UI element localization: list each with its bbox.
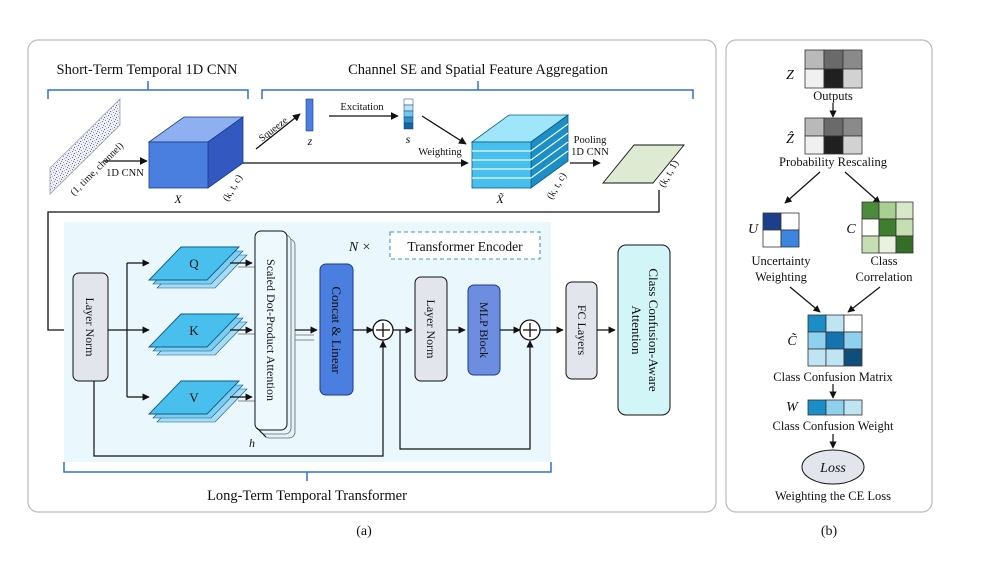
x-feature-block: [147, 116, 245, 189]
q-label: Q: [189, 256, 199, 271]
z-label: z: [307, 134, 313, 148]
c-tilde-label: C̃: [787, 333, 797, 349]
outputs-label: Outputs: [813, 89, 853, 103]
correlation-label-line2: Correlation: [856, 270, 914, 284]
loss-label: Loss: [819, 461, 846, 476]
confusion-matrix-label: Class Confusion Matrix: [773, 370, 893, 384]
layer-norm-2-label: Layer Norm: [424, 300, 438, 360]
confusion-weight-label: Class Confusion Weight: [773, 419, 895, 433]
loss-ellipse: [801, 449, 865, 485]
ce-label: Weighting the CE Loss: [775, 489, 891, 503]
rescaling-label: Probability Rescaling: [779, 155, 888, 169]
ccaa-label-line1: Class Confusion-Aware: [646, 268, 661, 392]
c-tilde-grid: [807, 314, 863, 367]
mlp-label: MLP Block: [477, 302, 491, 358]
residual-2: [399, 330, 534, 450]
short-term-bracket: [47, 81, 249, 99]
pooling-conv-label: 1D CNN: [571, 147, 609, 158]
class-confusion-attention-block: [617, 244, 671, 416]
k-label: K: [189, 323, 199, 338]
attention-stack: [254, 230, 296, 439]
sdpa-label: Scaled Dot-Product Attention: [264, 259, 278, 401]
h-label: h: [249, 436, 255, 450]
rescaling-to-c-arrow: [844, 171, 881, 204]
s-vector: [403, 98, 414, 130]
squeeze-arrow: [255, 113, 301, 150]
ccaa-label-line2: Attention: [629, 305, 644, 355]
long-term-title: Long-Term Temporal Transformer: [207, 488, 407, 504]
uncertainty-label-line1: Uncertainty: [751, 254, 811, 268]
z-output-grid: [804, 49, 863, 89]
long-term-bracket: [63, 462, 552, 481]
k-stack: [147, 313, 248, 356]
input-signal: [49, 98, 121, 195]
excitation-label: Excitation: [340, 102, 384, 113]
z-hat-label: Ẑ: [786, 130, 794, 147]
fc-layers-label: FC Layers: [575, 305, 589, 356]
weighting-label: Weighting: [418, 147, 462, 158]
add-node-1: [372, 319, 394, 341]
feed-arrow: [47, 190, 660, 334]
short-term-title: Short-Term Temporal 1D CNN: [57, 62, 238, 78]
channel-se-title: Channel SE and Spatial Feature Aggregati…: [348, 62, 608, 78]
q-stack: [147, 246, 248, 289]
layer-norm-1: [72, 272, 109, 382]
residual-1: [93, 340, 387, 457]
concat-linear-label: Concat & Linear: [329, 286, 344, 374]
add-node-2: [519, 319, 541, 341]
z-vector: [305, 98, 314, 132]
uncertainty-label-line2: Weighting: [755, 270, 808, 284]
u-grid: [762, 212, 800, 248]
c-grid: [861, 201, 914, 254]
panel-a-caption: (a): [356, 524, 372, 539]
x-label: X: [173, 192, 182, 206]
pooled-map: [602, 144, 685, 184]
channel-se-bracket: [261, 81, 694, 99]
v-stack: [147, 380, 248, 423]
pooling-label: Pooling: [574, 135, 607, 146]
w-vector: [807, 399, 863, 416]
h-tick: [256, 427, 267, 438]
x-tilde-label: X̃: [495, 192, 504, 206]
layer-norm-1-label: Layer Norm: [83, 298, 97, 358]
panel-b-frame: [725, 39, 933, 513]
u-to-ctilde-arrow: [789, 286, 821, 313]
w-label: W: [786, 400, 799, 415]
n-times-label: N ×: [348, 240, 371, 255]
panel-b-caption: (b): [821, 524, 838, 539]
s-label: s: [406, 132, 411, 146]
transformer-encoder-label: Transformer Encoder: [407, 239, 523, 254]
conv-label: 1D CNN: [106, 168, 144, 179]
weighting-arrow: [421, 115, 467, 145]
c-to-ctilde-arrow: [847, 286, 881, 313]
attention-to-concat-arrows: [295, 326, 318, 341]
qkv-to-attention-arrows: [230, 259, 256, 402]
x-tilde-block: [470, 114, 570, 189]
layer-norm-2: [414, 276, 448, 382]
c-label: C: [846, 222, 856, 237]
u-label: U: [748, 222, 759, 237]
z-hat-grid: [804, 117, 863, 155]
z-output-label: Z: [786, 68, 794, 83]
v-label: V: [189, 390, 199, 405]
transformer-encoder-box: [389, 231, 541, 260]
correlation-label-line1: Class: [870, 254, 897, 268]
rescaling-to-u-arrow: [784, 171, 821, 204]
